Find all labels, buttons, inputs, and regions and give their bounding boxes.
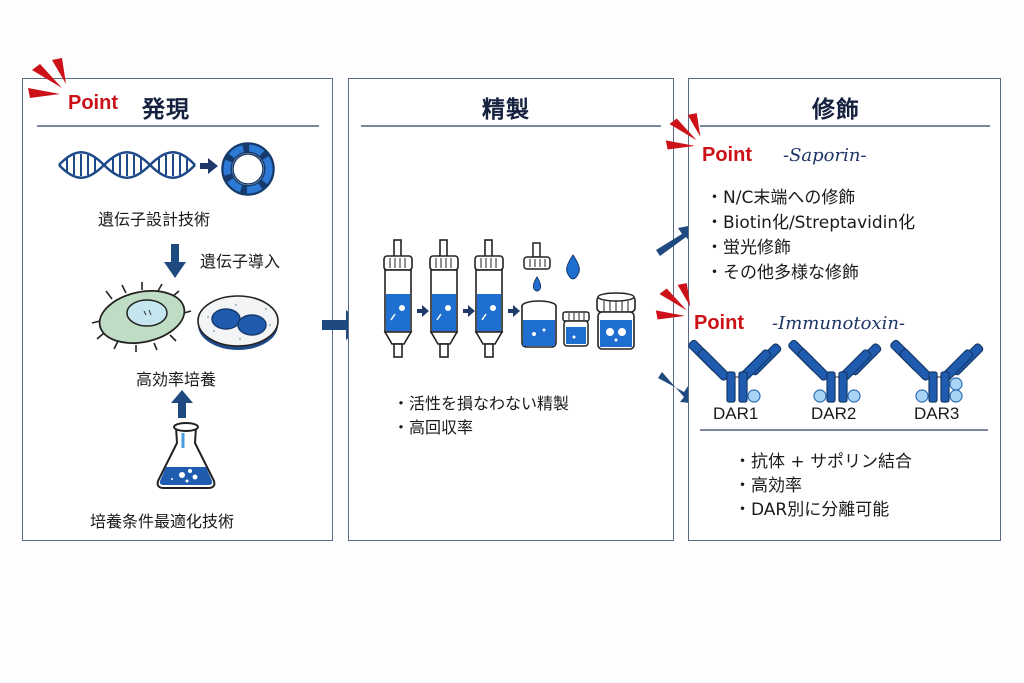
arrow-right-icon xyxy=(200,158,218,174)
high-efficiency-culture-label: 高効率培養 xyxy=(136,370,217,389)
point-burst-icon xyxy=(665,113,701,150)
bullet-item: 抗体 + サポリン結合 xyxy=(734,450,912,474)
bullet-item: DAR別に分離可能 xyxy=(734,498,912,522)
expression-title: 発現 xyxy=(142,97,190,123)
title-divider xyxy=(700,125,990,127)
bullet-item: Biotin化/Streptavidin化 xyxy=(706,211,915,236)
drop-icon xyxy=(566,254,580,280)
dropper-cap-icon xyxy=(523,242,551,292)
arrow-right-icon xyxy=(508,305,520,317)
arrow-up-icon xyxy=(171,390,193,418)
immunotoxin-subtitle: -Immunotoxin- xyxy=(772,313,906,334)
chromatography-column-icon xyxy=(429,239,459,358)
antibody-dar3-icon xyxy=(890,339,984,403)
culture-optimization-label: 培養条件最適化技術 xyxy=(90,512,235,531)
gene-design-label: 遺伝子設計技術 xyxy=(98,210,211,229)
flask-icon xyxy=(156,422,216,489)
bullet-item: 活性を損なわない精製 xyxy=(393,392,569,416)
bacterium-icon xyxy=(91,282,192,352)
point-label: Point xyxy=(68,92,118,114)
immunotoxin-bullets: 抗体 + サポリン結合 高効率 DAR別に分離可能 xyxy=(734,450,912,522)
title-divider xyxy=(37,125,319,127)
dar3-label: DAR3 xyxy=(914,404,960,423)
vial-icon xyxy=(562,311,590,347)
antibody-dar1-icon xyxy=(688,339,782,403)
chromatography-column-icon xyxy=(474,239,504,358)
section-divider xyxy=(700,429,988,431)
purification-title: 精製 xyxy=(482,97,530,123)
arrow-down-icon xyxy=(164,244,186,278)
point-label: Point xyxy=(702,144,752,166)
saporin-subtitle: -Saporin- xyxy=(783,145,867,166)
beaker-icon xyxy=(521,300,557,348)
antibody-dar2-icon xyxy=(788,339,882,403)
bullet-item: 高回収率 xyxy=(393,416,569,440)
modification-title: 修飾 xyxy=(812,97,860,123)
point-label: Point xyxy=(694,312,744,334)
point-burst-icon xyxy=(28,58,66,98)
bullet-item: その他多様な修飾 xyxy=(706,261,915,286)
title-divider xyxy=(361,125,661,127)
plasmid-icon xyxy=(221,142,275,196)
purification-bullets: 活性を損なわない精製 高回収率 xyxy=(393,392,569,440)
saporin-bullets: N/C末端への修飾 Biotin化/Streptavidin化 蛍光修飾 その他… xyxy=(706,186,915,286)
bullet-item: 蛍光修飾 xyxy=(706,236,915,261)
dar2-label: DAR2 xyxy=(811,404,857,423)
arrow-right-icon xyxy=(463,305,475,317)
bullet-item: N/C末端への修飾 xyxy=(706,186,915,211)
dar1-label: DAR1 xyxy=(713,404,759,423)
gene-transfer-label: 遺伝子導入 xyxy=(200,252,281,271)
point-burst-icon xyxy=(655,283,691,320)
dna-icon xyxy=(58,151,196,179)
petri-dish-icon xyxy=(197,295,279,350)
jar-icon xyxy=(596,292,636,350)
arrow-right-icon xyxy=(417,305,429,317)
flow-arrow-up-right-icon xyxy=(656,224,698,256)
bullet-item: 高効率 xyxy=(734,474,912,498)
chromatography-column-icon xyxy=(383,239,413,358)
